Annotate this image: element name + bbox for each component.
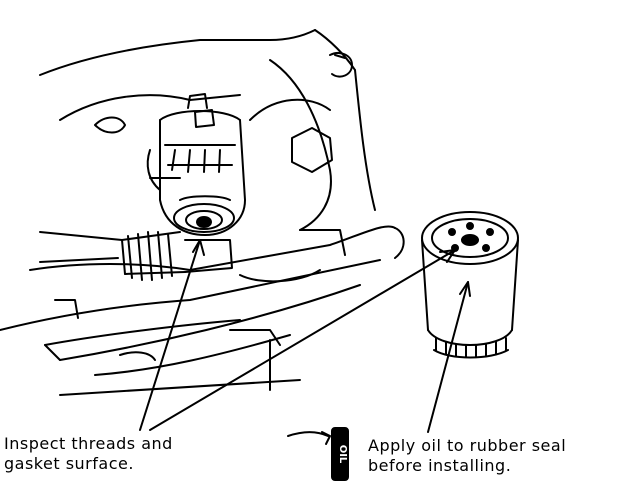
filter-mount-housing [146,93,246,236]
engine-block [39,29,376,231]
apply-oil-callout: Apply oil to rubber seal before installi… [368,436,566,476]
arrow-to-threads [139,239,201,431]
arrow-to-seal [427,281,469,433]
drive-shaft [39,231,233,281]
oil-can-icon: OIL [287,427,349,481]
apply-oil-callout-line1: Apply oil to rubber seal [368,436,567,455]
arrow-to-gasket [149,249,456,431]
inspect-callout: Inspect threads and gasket surface. [4,434,173,474]
oil-can-label: OIL [337,445,348,464]
oil-filter [421,211,519,359]
inspect-callout-line2: gasket surface. [4,454,134,473]
frame-crossmember [0,225,405,396]
apply-oil-callout-line2: before installing. [368,456,512,475]
inspect-callout-line1: Inspect threads and [4,434,173,453]
leader-arrows [139,239,471,433]
